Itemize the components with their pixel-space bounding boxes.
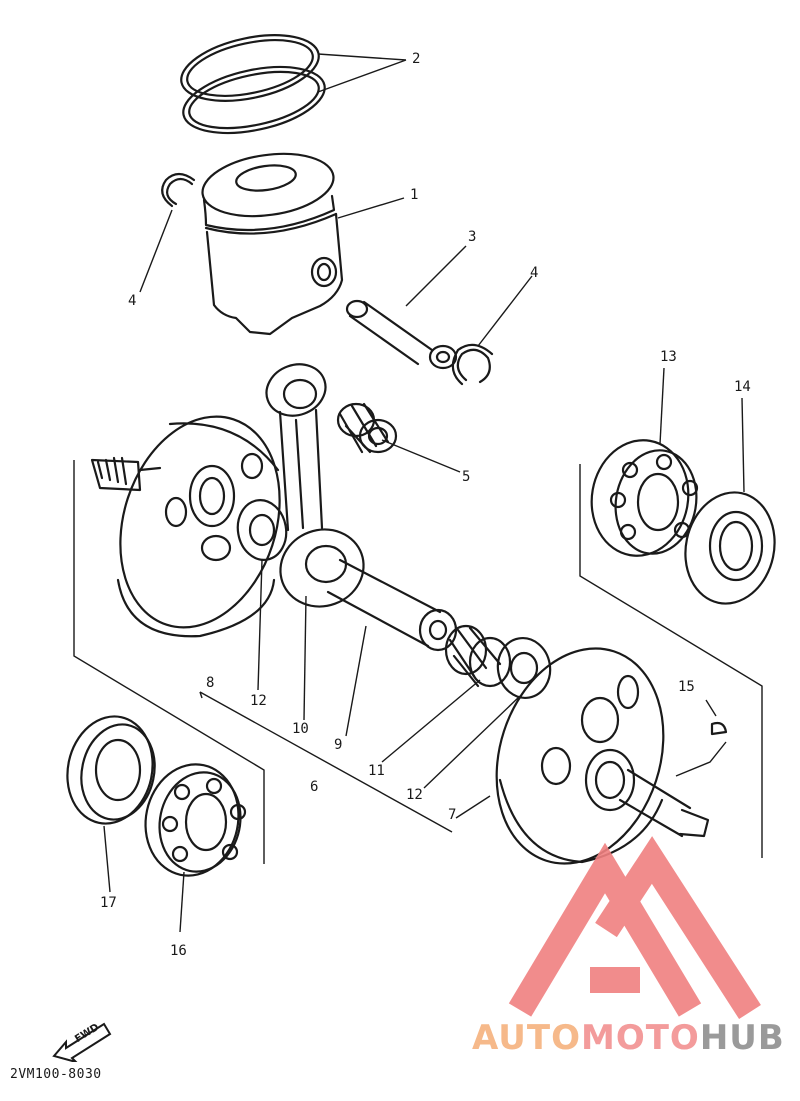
piston-pin-clips [161, 172, 494, 386]
piston-pin [345, 299, 458, 370]
part-label-4-right: 4 [530, 265, 539, 281]
part-label-12-left: 12 [250, 693, 267, 709]
bearing-13 [590, 439, 699, 557]
watermark-logo [508, 836, 761, 1020]
watermark-hub: HUB [699, 1018, 785, 1058]
watermark-auto: AUTO [472, 1018, 581, 1058]
watermark-moto: MOTO [580, 1018, 700, 1058]
piston [201, 152, 344, 336]
piston-rings [180, 34, 326, 135]
diagram-code: 2VM100-8030 [10, 1067, 102, 1082]
part-label-16: 16 [170, 943, 187, 959]
small-end-bearing [336, 402, 398, 454]
crank-pin [326, 558, 458, 652]
part-label-6: 6 [310, 779, 319, 795]
oil-seal-14 [684, 491, 776, 605]
left-crank-half [90, 415, 281, 638]
leader-lines [73, 53, 763, 933]
part-label-1: 1 [410, 187, 419, 203]
part-label-13: 13 [660, 349, 677, 365]
watermark-text: AUTOMOTOHUB [472, 1018, 785, 1058]
thrust-washers [236, 499, 552, 699]
part-label-4-left: 4 [128, 293, 137, 309]
part-label-17: 17 [100, 895, 117, 911]
right-crank-half [495, 647, 710, 865]
part-label-2: 2 [412, 51, 421, 67]
part-label-15: 15 [678, 679, 695, 695]
part-label-12-right: 12 [406, 787, 423, 803]
oil-seal-17 [66, 715, 156, 825]
part-label-8: 8 [206, 675, 215, 691]
part-label-14: 14 [734, 379, 751, 395]
connecting-rod [265, 363, 365, 608]
part-label-10: 10 [292, 721, 309, 737]
part-label-11: 11 [368, 763, 385, 779]
part-label-5: 5 [462, 469, 471, 485]
bearing-16 [144, 763, 247, 877]
part-label-9: 9 [334, 737, 343, 753]
part-label-3: 3 [468, 229, 477, 245]
part-label-7: 7 [448, 807, 457, 823]
woodruff-key [710, 721, 728, 736]
fwd-arrow-icon: FWD [52, 1018, 112, 1066]
big-end-bearing [444, 624, 512, 688]
